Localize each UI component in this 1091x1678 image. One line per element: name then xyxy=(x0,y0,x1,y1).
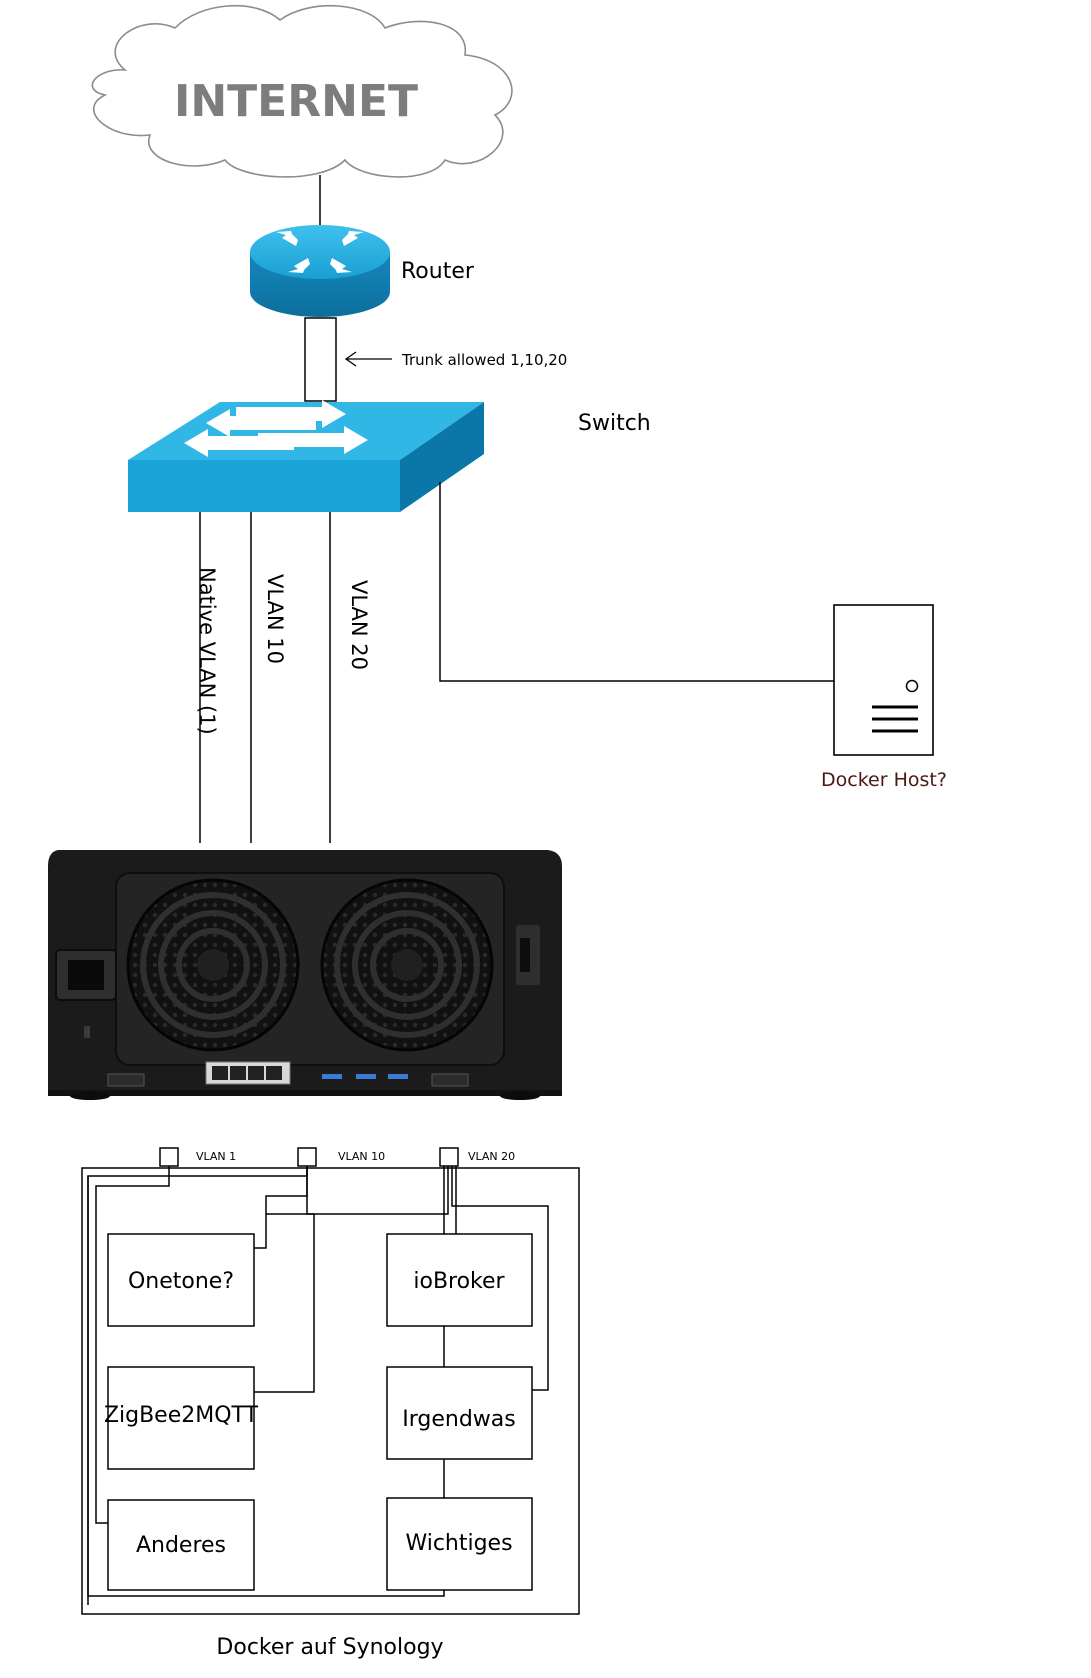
native-vlan-label: Native VLAN (1) xyxy=(195,567,219,735)
container-zigbee2mqtt[interactable]: ZigBee2MQTT xyxy=(104,1366,259,1470)
docker-host-link-line xyxy=(439,482,834,682)
container-wichtiges[interactable]: Wichtiges xyxy=(386,1497,533,1591)
container-iobroker[interactable]: ioBroker xyxy=(386,1233,533,1327)
vlan20-port xyxy=(439,1147,459,1167)
container-label: Anderes xyxy=(136,1533,226,1558)
vlan1-port-label: VLAN 1 xyxy=(196,1150,236,1163)
internet-label: INTERNET xyxy=(174,76,418,127)
synology-nas-image xyxy=(48,850,562,1100)
container-label: ioBroker xyxy=(413,1269,505,1294)
container-onetone[interactable]: Onetone? xyxy=(107,1233,255,1327)
container-label: ZigBee2MQTT xyxy=(104,1403,259,1428)
vlan10-port xyxy=(297,1147,317,1167)
vlan20-label: VLAN 20 xyxy=(347,580,371,670)
trunk-link xyxy=(304,317,337,402)
docker-synology-box xyxy=(81,1167,580,1615)
router-icon xyxy=(250,225,390,317)
router-label: Router xyxy=(401,259,475,284)
switch-icon xyxy=(128,400,484,512)
internet-cloud: INTERNET xyxy=(91,4,513,178)
vlan1-port xyxy=(159,1147,179,1167)
container-anderes[interactable]: Anderes xyxy=(107,1499,255,1591)
synology-caption: Docker auf Synology xyxy=(216,1635,443,1660)
vlan10-label: VLAN 10 xyxy=(263,574,287,664)
switch-label: Switch xyxy=(578,411,651,436)
docker-host-label: Docker Host? xyxy=(821,769,947,791)
container-irgendwas[interactable]: Irgendwas xyxy=(386,1366,533,1460)
internal-wiring xyxy=(87,1166,549,1605)
container-label: Onetone? xyxy=(128,1269,234,1294)
vlan20-port-label: VLAN 20 xyxy=(468,1150,515,1163)
vlan10-port-label: VLAN 10 xyxy=(338,1150,385,1163)
server-icon xyxy=(833,604,934,756)
trunk-arrow-icon xyxy=(344,351,392,367)
trunk-label: Trunk allowed 1,10,20 xyxy=(401,351,567,369)
container-label: Wichtiges xyxy=(405,1531,512,1556)
container-label: Irgendwas xyxy=(402,1407,516,1432)
